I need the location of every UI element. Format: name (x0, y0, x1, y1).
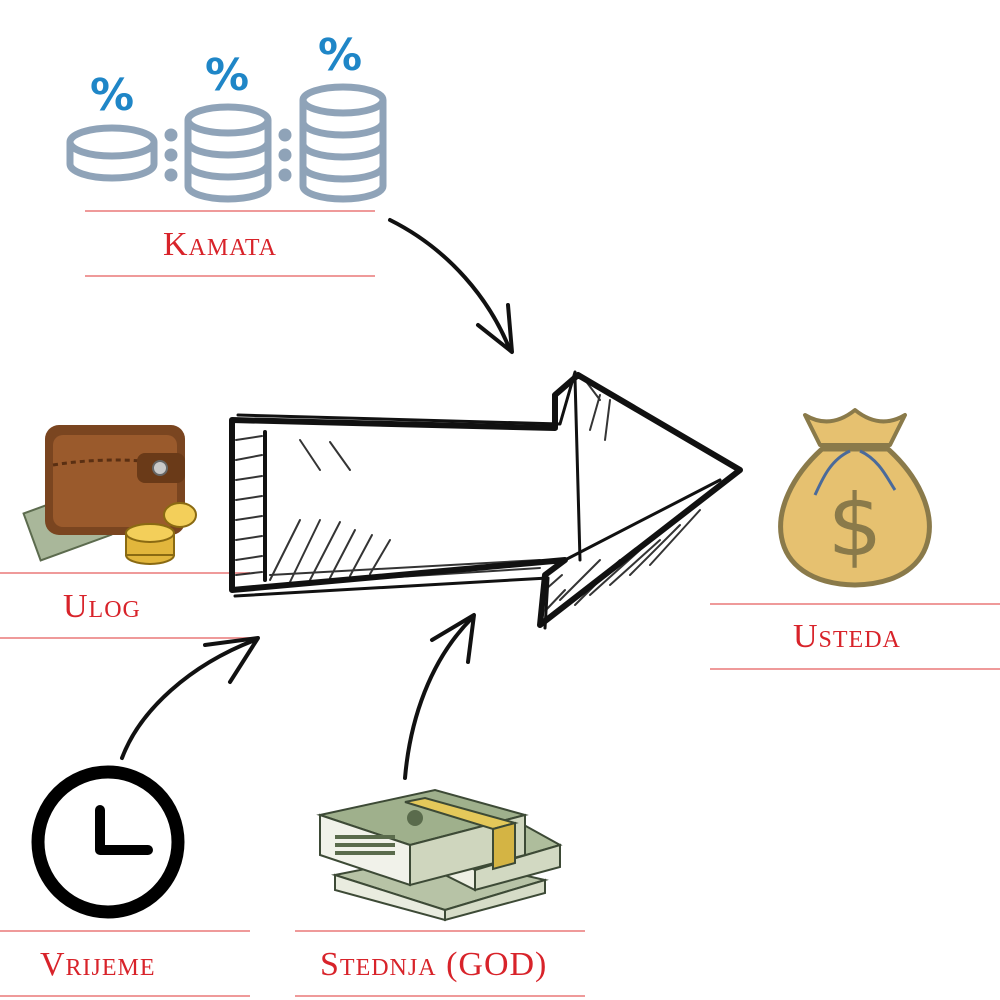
wallet-with-coins-icon (22, 425, 197, 565)
clock-icon (31, 765, 185, 919)
svg-text:%: % (90, 70, 134, 121)
svg-text:$: $ (828, 476, 883, 576)
usteda-label: Usteda (793, 618, 901, 655)
stednja-label: Stednja (GOD) (320, 946, 548, 983)
usteda-rule-top (710, 603, 1000, 605)
kamata-rule-top (85, 210, 375, 212)
svg-text:%: % (318, 30, 362, 81)
ulog-label: Ulog (63, 588, 141, 625)
ulog-rule-top (0, 572, 250, 574)
vrijeme-rule-bottom (0, 995, 250, 997)
svg-text:%: % (205, 50, 249, 101)
vrijeme-rule-top (0, 930, 250, 932)
ulog-rule-bottom (0, 637, 250, 639)
kamata-rule-bottom (85, 275, 375, 277)
stednja-rule-top (295, 930, 585, 932)
kamata-label: Kamata (163, 226, 277, 263)
percent-coin-stacks-icon: % % % (66, 30, 387, 203)
money-bag-dollar-icon: $ (778, 408, 932, 588)
cash-bundles-icon (316, 788, 563, 922)
vrijeme-label: Vrijeme (40, 946, 156, 983)
stednja-rule-bottom (295, 995, 585, 997)
usteda-rule-bottom (710, 668, 1000, 670)
